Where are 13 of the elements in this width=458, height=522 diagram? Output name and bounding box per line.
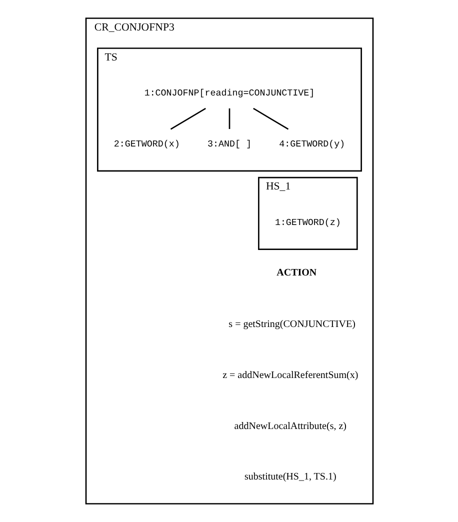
- node-text: 4:GETWORD(y): [278, 138, 345, 150]
- connector: [170, 108, 206, 130]
- node-text: 1:CONJOFNP[reading=CONJUNCTIVE]: [144, 88, 314, 99]
- label: substitute(HS_1, TS.1): [244, 472, 336, 483]
- node-text: 2:GETWORD(x): [113, 138, 180, 150]
- node-text: 3:AND[ ]: [207, 138, 251, 150]
- connector: [252, 108, 288, 130]
- connector: [228, 108, 230, 129]
- label: ACTION: [276, 267, 316, 278]
- label: s = getString(CONJUNCTIVE): [228, 318, 355, 330]
- label: z = addNewLocalReferentSum(x): [222, 370, 358, 381]
- label: addNewLocalAttribute(s, z): [234, 420, 346, 432]
- node-text: 1:GETWORD(z): [274, 216, 340, 228]
